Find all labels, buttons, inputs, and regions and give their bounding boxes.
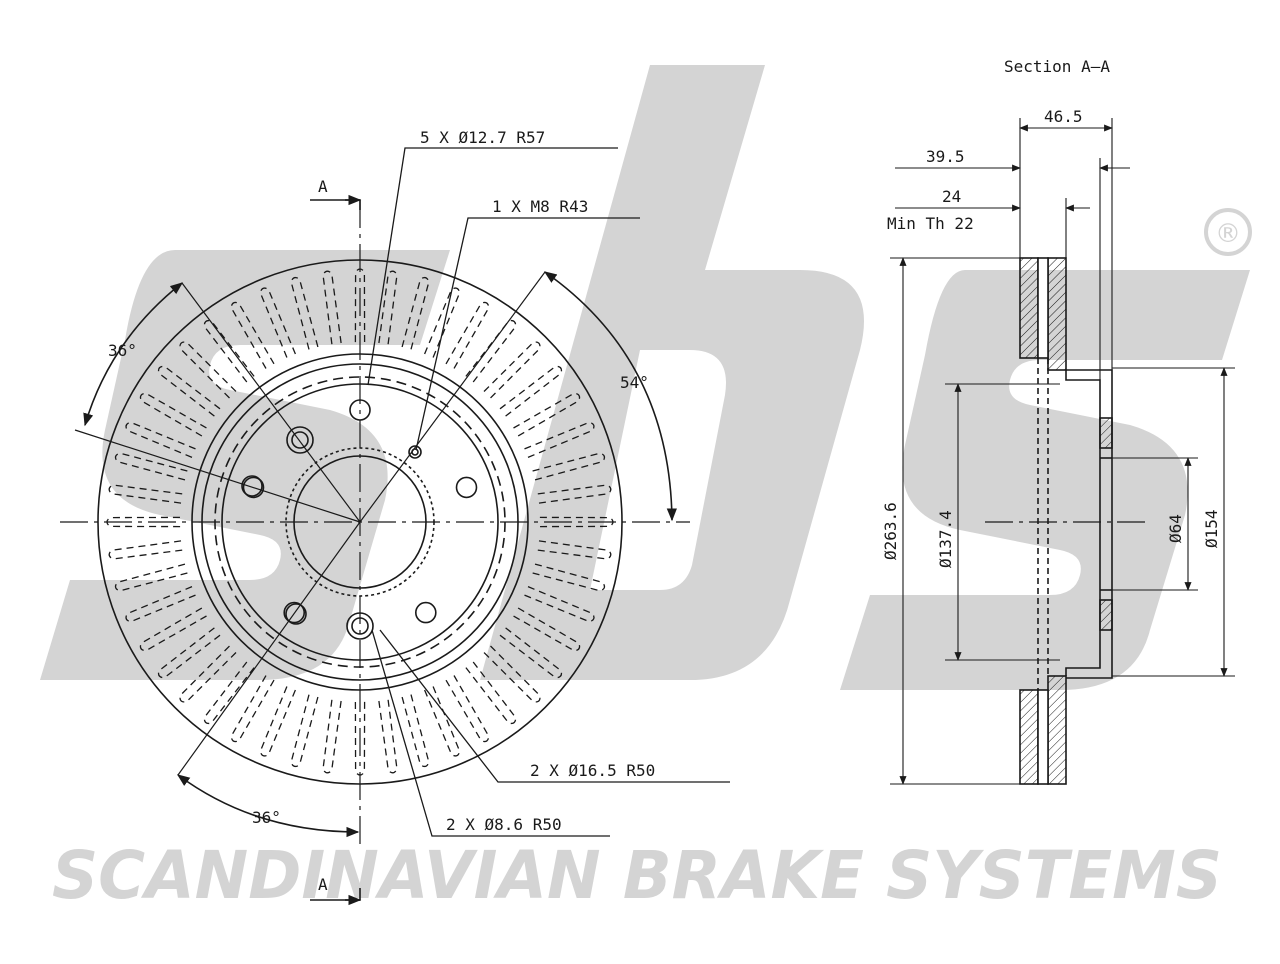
dim-total-height: 46.5 <box>1044 107 1083 126</box>
hat-section-bottom <box>1099 599 1113 631</box>
dim-outer-diameter: Ø263.6 <box>881 502 900 560</box>
dim-hat-outer-diameter: Ø137.4 <box>936 510 955 568</box>
section-marker-top: A <box>318 177 328 196</box>
section-title: Section A–A <box>1004 57 1110 76</box>
cooling-vane <box>499 627 563 679</box>
cooling-vane <box>401 276 430 350</box>
thread-hole <box>408 445 422 459</box>
cooling-vane <box>424 287 461 358</box>
section-plate-inner-bottom <box>1047 675 1067 785</box>
small-hole <box>241 475 263 497</box>
callout-small-holes: 2 X Ø8.6 R50 <box>446 815 562 834</box>
hat-profile-outer <box>1066 369 1113 679</box>
cooling-vane <box>203 319 255 383</box>
dim-min-thickness: Min Th 22 <box>887 214 974 233</box>
mounting-holes <box>241 399 478 640</box>
cooling-vane <box>125 586 196 623</box>
section-plate-inner-top <box>1047 257 1067 371</box>
large-hole-inner <box>291 431 309 449</box>
angle-label-right: 54° <box>620 373 649 392</box>
cooling-vane <box>108 540 183 560</box>
dim-hat-offset: 39.5 <box>926 147 965 166</box>
cooling-vane <box>465 319 517 383</box>
section-plate-outer-top <box>1019 257 1039 359</box>
callout-bolt-holes: 5 X Ø12.7 R57 <box>420 128 545 147</box>
angle-arc-right <box>543 271 677 522</box>
section-vane-gap-bottom <box>1037 689 1049 785</box>
reference-line-54 <box>359 271 546 523</box>
hat-section-top <box>1099 417 1113 449</box>
reference-line-bottom <box>177 521 361 776</box>
cooling-vane <box>424 686 461 757</box>
disc-front-view <box>60 147 730 906</box>
cooling-vane <box>483 341 541 399</box>
company-name-watermark: SCANDINAVIAN BRAKE SYSTEMS <box>52 837 1222 914</box>
angle-label-top-left: 36° <box>108 341 137 360</box>
cooling-vane <box>465 661 517 725</box>
cooling-vane <box>445 675 490 743</box>
cooling-vane <box>114 452 188 481</box>
cooling-vane <box>378 270 398 345</box>
cooling-vane <box>378 699 398 774</box>
cooling-vane <box>445 301 490 369</box>
angle-arc-top-left <box>83 282 184 427</box>
cooling-vane <box>259 287 296 358</box>
bolt-hole <box>414 601 437 624</box>
dim-hub-diameter: Ø154 <box>1202 509 1221 548</box>
cooling-vane <box>322 699 342 774</box>
angle-arc-bottom <box>176 774 360 838</box>
cooling-vane <box>537 540 612 560</box>
reference-line-36 <box>181 282 361 523</box>
hat-profile-inner <box>1065 370 1101 676</box>
leader-thread <box>415 217 640 451</box>
cooling-vane <box>114 563 188 592</box>
section-plate-outer-bottom <box>1019 689 1039 785</box>
bolt-hole <box>283 601 306 624</box>
section-vane-gap-top <box>1037 257 1049 359</box>
angle-label-bottom: 36° <box>252 808 281 827</box>
large-hole <box>286 426 314 454</box>
reference-line-left <box>74 429 361 523</box>
callout-thread: 1 X M8 R43 <box>492 197 588 216</box>
cooling-vane <box>499 365 563 417</box>
cooling-vane <box>322 270 342 345</box>
cooling-vane <box>157 627 221 679</box>
cooling-vane <box>230 675 275 743</box>
cooling-vane <box>259 686 296 757</box>
cooling-vane <box>483 645 541 703</box>
cooling-vane <box>513 607 581 652</box>
cooling-vane <box>139 607 207 652</box>
section-marker-top-line <box>310 199 361 210</box>
callout-large-holes: 2 X Ø16.5 R50 <box>530 761 655 780</box>
bolt-hole <box>455 476 478 499</box>
small-hole <box>285 603 307 625</box>
cooling-vane <box>230 301 275 369</box>
leader-bolt-holes <box>367 147 618 386</box>
bolt-hole <box>242 476 265 499</box>
section-marker-bottom: A <box>318 875 328 894</box>
cooling-vane <box>524 586 595 623</box>
cooling-vane <box>290 276 319 350</box>
cooling-vane <box>401 694 430 768</box>
cooling-vane <box>290 694 319 768</box>
dim-center-bore: Ø64 <box>1166 514 1185 543</box>
registered-mark: ® <box>1215 219 1241 249</box>
cooling-vane <box>532 563 606 592</box>
cooling-vane <box>203 661 255 725</box>
cooling-vane <box>108 484 183 504</box>
leader-small-holes <box>371 629 610 837</box>
dim-thickness: 24 <box>942 187 961 206</box>
leader-large-holes <box>379 629 730 783</box>
cooling-vane <box>179 645 237 703</box>
disc-section-view <box>890 118 1235 785</box>
